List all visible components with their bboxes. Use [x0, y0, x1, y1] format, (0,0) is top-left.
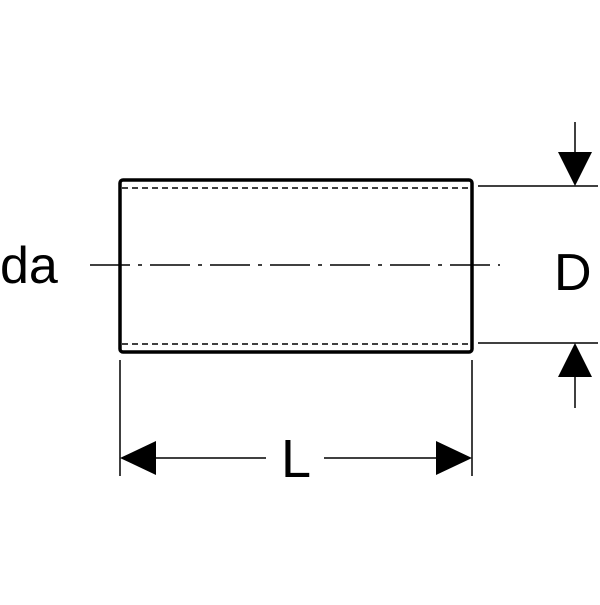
arrow-right-icon: [436, 441, 472, 475]
arrow-down-icon: [558, 152, 592, 186]
pipe-outline: [118, 178, 474, 354]
arrow-left-icon: [120, 441, 156, 475]
label-D: D: [554, 244, 592, 302]
label-da: da: [0, 237, 58, 295]
arrow-up-icon: [558, 343, 592, 377]
label-L: L: [281, 429, 311, 489]
